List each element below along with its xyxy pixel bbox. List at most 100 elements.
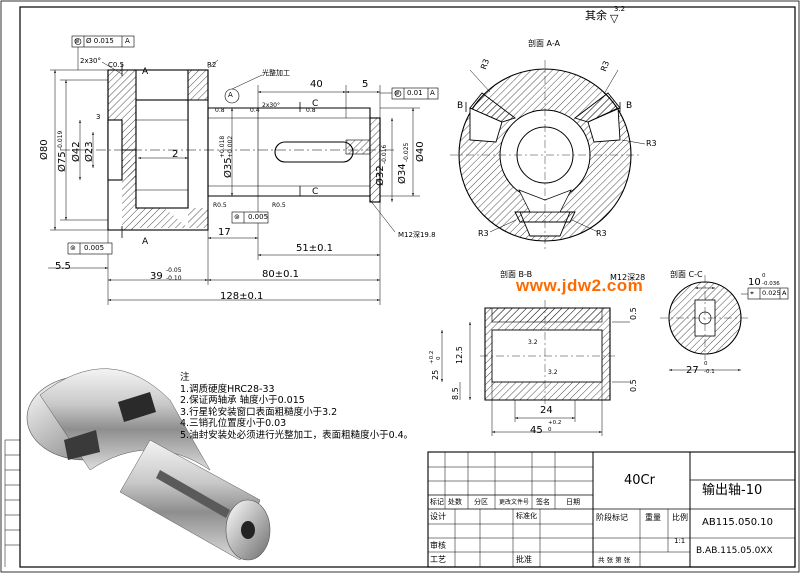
bb-dim-0-5-top: 0.5 (629, 307, 638, 320)
dim-40: 40 (310, 79, 323, 90)
cc-dim-27: 27 (686, 365, 699, 376)
watermark: www.jdw2.com (516, 276, 644, 295)
section-c-mark-top: C (312, 99, 319, 109)
cc-dim-10-upper: 0 (762, 273, 766, 279)
gdt-bottom-right-value: 0.005 (248, 213, 269, 221)
bb-dim-24: 24 (540, 405, 553, 416)
gdt-top-value: Ø 0.015 (86, 37, 114, 45)
technical-notes: 注 1.调质硬度HRC28-33 2.保证两轴承 轴度小于0.015 3.行星轮… (180, 372, 413, 441)
bb-dim-8-5: 8.5 (451, 387, 460, 400)
bb-dim-45: 45 (530, 425, 543, 436)
part-name: 输出轴-10 (702, 483, 763, 498)
drawing-code: AB115.050.10 (702, 517, 773, 528)
dim-39-lower: -0.10 (166, 275, 182, 282)
dim-phi42: Ø42 (71, 141, 82, 162)
dim-c05: C0.5 (108, 61, 125, 69)
notes-title: 注 (180, 372, 190, 383)
section-a-mark-bottom: A (142, 237, 149, 247)
aa-r3-right: R3 (646, 139, 657, 148)
dim-phi34: Ø34 (397, 163, 408, 184)
aa-r3-bottom-right: R3 (596, 229, 607, 238)
dim-phi35-upper: +0.018 (219, 135, 226, 158)
bb-dim-45-lower: 0 (548, 427, 552, 433)
bb-dim-12-5: 12.5 (455, 346, 464, 364)
gdt-symbol-right: ⊚ (394, 89, 400, 97)
section-a-mark-top: A (142, 67, 149, 77)
tb-scale: 比例 (672, 513, 688, 522)
tb-header-mark: 标记 (430, 498, 444, 506)
other-roughness-label: 其余 (585, 9, 607, 22)
dim-phi75: Ø75 (57, 151, 68, 172)
cc-dim-10-lower: -0.036 (762, 281, 780, 287)
dim-phi32-tol: -0.016 (381, 144, 388, 164)
tb-header-sign: 签名 (536, 498, 550, 506)
bb-dim-0-5-bottom: 0.5 (629, 379, 638, 392)
gdt-bottom-left-value: 0.005 (84, 244, 105, 252)
aa-r3-bottom-left: R3 (478, 229, 489, 238)
dim-phi23: Ø23 (84, 141, 95, 162)
gdt-symbol-top: ⊚ (74, 37, 80, 45)
bb-dim-25-upper: +0.2 (429, 350, 435, 364)
datum-a-symbol: A (228, 91, 233, 99)
dim-phi32: Ø32 (375, 165, 386, 186)
tb-header-date: 日期 (566, 498, 580, 506)
cc-gdt-value: 0.025 (762, 289, 781, 297)
section-cc-view (660, 275, 789, 371)
section-aa-view (450, 60, 646, 250)
dim-5: 5 (362, 79, 369, 90)
note-item-2: 2.保证两轴承 轴度小于0.015 (180, 395, 305, 406)
dim-17: 17 (218, 227, 231, 238)
gdt-right-datum: A (430, 89, 435, 97)
dim-39-upper: -0.05 (166, 267, 182, 274)
cc-dim-10: 10 (748, 277, 761, 288)
tb-stage: 阶段标记 (596, 513, 628, 522)
note-item-3: 3.行星轮安装窗口表面粗糙度小于3.2 (180, 406, 338, 418)
dim-r05-right: R0.5 (272, 202, 286, 209)
dim-80: 80±0.1 (262, 269, 300, 280)
tb-approve: 批准 (516, 555, 532, 564)
bb-ra-bottom: 3.2 (548, 369, 558, 376)
cc-gdt-datum: A (782, 289, 787, 297)
bb-thread-note: M12深28 (610, 273, 646, 282)
bb-dim-25-lower: 0 (436, 356, 442, 361)
dim-phi75-tol: -0.019 (57, 130, 64, 150)
dim-r2: R2 (207, 61, 217, 69)
dim-128: 128±0.1 (220, 291, 264, 302)
thread-m12-note: M12深19.8 (398, 231, 436, 239)
dim-phi35-lower: +0.002 (227, 135, 234, 158)
tb-header-count: 处数 (448, 498, 462, 506)
isometric-render (26, 368, 271, 561)
cc-gdt-symbol: ⌖ (750, 289, 754, 297)
dim-5-5: 5.5 (55, 261, 71, 272)
tb-review: 审核 (430, 541, 446, 550)
dim-2: 2 (172, 149, 179, 160)
tb-header-docno: 更改文件号 (499, 499, 530, 506)
dim-phi34-tol: -0.025 (403, 142, 410, 162)
cc-dim-27-upper: 0 (704, 361, 708, 367)
section-aa-label: 剖面 A-A (528, 39, 561, 48)
tb-sheets: 共 张 第 张 (598, 556, 631, 564)
section-b-mark-right: B (626, 101, 633, 111)
gdt-symbol-bottom-right: ⊚ (234, 213, 240, 221)
tb-process: 工艺 (430, 555, 446, 564)
gdt-symbol-bottom-left: ⊚ (70, 244, 76, 252)
other-roughness-value: 3.2 (614, 5, 626, 13)
bb-ra-top: 3.2 (528, 339, 538, 346)
dim-r3-main: 3 (96, 113, 101, 121)
dim-51: 51±0.1 (296, 243, 334, 254)
assembly-code: B.AB.115.05.0XX (696, 546, 773, 556)
main-section-view (48, 35, 439, 305)
section-c-mark-bottom: C (312, 187, 319, 197)
title-block (427, 451, 796, 568)
note-item-5: 5.油封安装处必须进行光整加工，表面粗糙度小于0.4。 (180, 429, 414, 441)
section-bb-label: 剖面 B-B (500, 270, 533, 279)
dim-39: 39 (150, 271, 163, 282)
roughness-symbol-icon: ▽ (610, 12, 619, 25)
ra-08-right: 0.8 (306, 107, 316, 114)
dim-phi80: Ø80 (39, 139, 50, 160)
note-item-1: 1.调质硬度HRC28-33 (180, 383, 275, 395)
note-item-4: 4.三销孔位置度小于0.03 (180, 418, 287, 429)
tb-weight: 重量 (645, 513, 661, 522)
